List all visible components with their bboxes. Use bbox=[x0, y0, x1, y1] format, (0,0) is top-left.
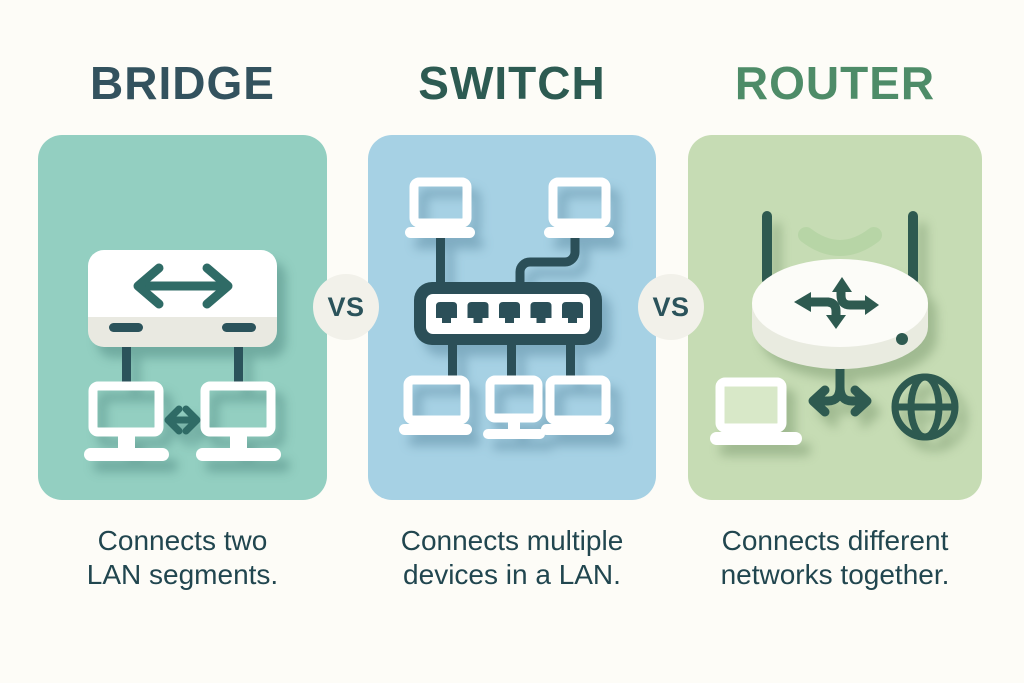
switch-caption: Connects multiple devices in a LAN. bbox=[400, 525, 624, 590]
bridge-title: BRIDGE bbox=[90, 57, 275, 109]
router-title: ROUTER bbox=[734, 57, 936, 109]
bridge-illustration bbox=[84, 250, 281, 461]
computer-icon-left bbox=[84, 381, 169, 461]
router-caption-area: Connects different networks together. bbox=[688, 524, 982, 592]
switch-illustration bbox=[399, 177, 614, 439]
switch-caption-area: Connects multiple devices in a LAN. bbox=[368, 524, 656, 592]
cable bbox=[234, 341, 243, 389]
cable bbox=[515, 235, 580, 285]
port bbox=[109, 323, 143, 332]
vs-label: VS bbox=[652, 291, 690, 322]
network-split-arrows-icon bbox=[808, 352, 872, 417]
cable bbox=[507, 341, 516, 381]
bridge-caption-area: Connects two LAN segments. bbox=[38, 524, 327, 592]
cable bbox=[448, 341, 457, 381]
routing-arrows-icon bbox=[794, 277, 879, 329]
laptop-icon-top-right bbox=[544, 177, 614, 238]
bidirectional-arrow-icon bbox=[133, 263, 233, 309]
small-bidirectional-arrow-icon bbox=[164, 405, 201, 435]
wifi-signal-icon bbox=[798, 227, 882, 256]
bridge-device-icon bbox=[88, 250, 277, 347]
switch-title: SWITCH bbox=[418, 57, 606, 109]
bridge-panel bbox=[38, 135, 327, 500]
monitor-icon-bottom-middle bbox=[483, 375, 545, 439]
laptop-icon-bottom-right bbox=[541, 375, 614, 435]
antenna-left bbox=[762, 211, 772, 285]
ethernet-ports bbox=[436, 302, 583, 323]
switch-device-icon bbox=[414, 282, 602, 345]
cable bbox=[122, 341, 131, 389]
cable bbox=[566, 341, 575, 381]
computer-icon-right bbox=[196, 381, 281, 461]
laptop-icon-top-left bbox=[405, 177, 475, 238]
laptop-icon bbox=[710, 377, 802, 445]
vs-badge-1: VS bbox=[313, 274, 379, 340]
switch-panel bbox=[368, 135, 656, 500]
router-panel bbox=[688, 135, 982, 500]
vs-badge-2: VS bbox=[638, 274, 704, 340]
antenna-right bbox=[908, 211, 918, 285]
router-device-icon bbox=[752, 259, 928, 369]
vs-label: VS bbox=[327, 291, 365, 322]
router-caption: Connects different networks together. bbox=[720, 525, 950, 590]
port bbox=[222, 323, 256, 332]
laptop-icon-bottom-left bbox=[399, 375, 472, 435]
globe-icon bbox=[891, 373, 959, 441]
bridge-caption: Connects two LAN segments. bbox=[86, 525, 279, 590]
status-led bbox=[896, 333, 908, 345]
cable bbox=[436, 235, 445, 285]
router-illustration bbox=[710, 211, 959, 445]
